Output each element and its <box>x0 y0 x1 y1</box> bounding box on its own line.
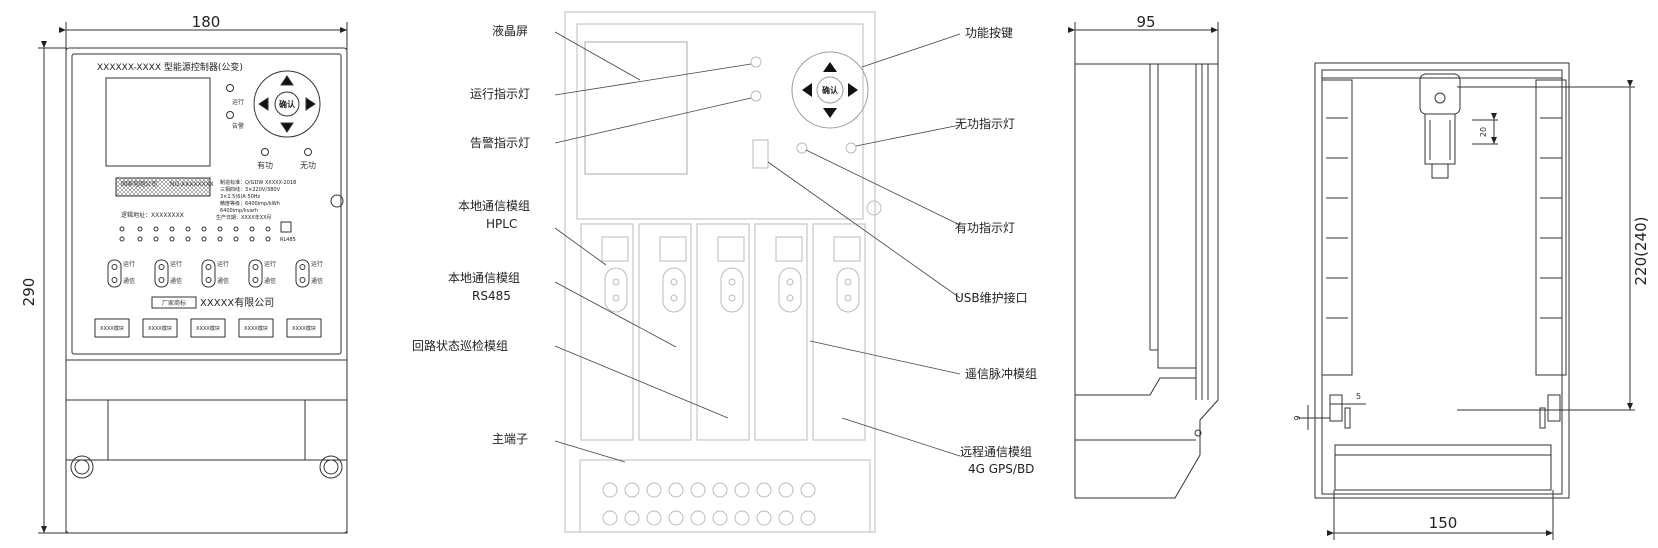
module-name: XXXX模块 <box>292 325 316 332</box>
nameplate-company: 国家电网公司 <box>121 180 157 188</box>
module-run-label: 运行 <box>170 260 182 268</box>
callout-view <box>564 11 882 533</box>
callout-usb-port: USB维护接口 <box>955 290 1028 305</box>
slot-dim-b: 9 <box>1293 415 1302 420</box>
module-name: XXXX模块 <box>244 325 268 332</box>
rear-height-dim: 220(240) <box>1632 217 1650 286</box>
rear-view <box>1298 62 1635 540</box>
callout-4g-gps-bd: 4G GPS/BD <box>968 462 1034 476</box>
callout-function-keys: 功能按键 <box>965 26 1013 40</box>
spec-line-3: 3×1.5(6)A 50Hz <box>220 194 261 200</box>
nameplate-no: NO.XXXXXXXX <box>170 181 214 188</box>
module-name: XXXX模块 <box>196 325 220 332</box>
callout-rs485: RS485 <box>472 289 511 303</box>
side-depth-dim: 95 <box>1136 13 1155 31</box>
callout-active-led: 有功指示灯 <box>955 220 1015 235</box>
callout-run-led: 运行指示灯 <box>470 86 530 101</box>
alarm-indicator-label: 告警 <box>232 122 244 130</box>
callout-loop-patrol: 回路状态巡检模组 <box>412 338 508 353</box>
vendor-tag: 厂家商标 <box>162 299 186 307</box>
callout-pulse-module: 遥信脉冲模组 <box>965 366 1037 381</box>
rear-width-dim: 150 <box>1429 514 1458 532</box>
module-name: XXXX模块 <box>148 325 172 332</box>
spec-line-6: 生产日期：XXXX年XX月 <box>216 214 272 221</box>
callout-labels: 液晶屏 运行指示灯 告警指示灯 本地通信模组 HPLC 本地通信模组 RS485… <box>412 23 1037 476</box>
side-view <box>1068 22 1219 499</box>
front-view <box>38 22 348 534</box>
status-led-row <box>119 226 271 242</box>
module-run-label: 运行 <box>123 260 135 268</box>
leader-lines <box>554 31 961 463</box>
product-title: XXXXXX-XXXX 型能源控制器(公变) <box>97 61 243 73</box>
callout-local-comm-hplc: 本地通信模组 <box>458 199 530 213</box>
terminal-screws <box>602 482 816 526</box>
logic-address: 逻辑地址：XXXXXXXX <box>121 211 184 219</box>
active-power-label: 有功 <box>257 160 273 170</box>
front-height-dim: 290 <box>20 278 38 307</box>
callout-nav-pad <box>802 62 858 118</box>
module-comm-label: 通信 <box>123 277 135 285</box>
spec-line-2: 三相四线：3×220V/380V <box>220 186 281 193</box>
reactive-power-label: 无功 <box>300 160 316 170</box>
module-comm-label: 通信 <box>217 277 229 285</box>
module-cards <box>580 223 866 441</box>
hook-dim: 20 <box>1479 127 1488 137</box>
callout-remote-comm: 远程通信模组 <box>960 444 1032 459</box>
terminal-label: RL485 <box>280 237 296 243</box>
callout-lcd: 液晶屏 <box>492 23 528 38</box>
front-width-dim: 180 <box>192 13 221 31</box>
front-view-text: 180 290 XXXXXX-XXXX 型能源控制器(公变) 运行 告警 确认 … <box>20 13 323 332</box>
module-comm-label: 通信 <box>311 277 323 285</box>
run-indicator-label: 运行 <box>232 98 244 106</box>
vendor-name: XXXXX有限公司 <box>200 296 274 309</box>
module-status-pills <box>107 259 310 288</box>
callout-local-comm-rs485: 本地通信模组 <box>448 271 520 285</box>
module-run-label: 运行 <box>217 260 229 268</box>
rear-view-text: 220(240) 150 20 5 9 <box>1293 127 1650 532</box>
callout-main-terminal: 主端子 <box>492 432 528 446</box>
callout-hplc: HPLC <box>486 217 517 231</box>
callout-alarm-led: 告警指示灯 <box>470 135 530 150</box>
spec-line-5: 6400imp/kvarh <box>220 208 258 214</box>
module-run-label: 运行 <box>264 260 276 268</box>
module-run-label: 运行 <box>311 260 323 268</box>
confirm-button-label: 确认 <box>279 99 296 109</box>
module-name: XXXX模块 <box>100 325 124 332</box>
callout-confirm-label: 确认 <box>822 85 839 95</box>
spec-line-4: 精度等级：6400imp/kWh <box>220 200 280 207</box>
spec-line-1: 制造标准：Q/GDW XXXXX-2018 <box>220 179 296 186</box>
module-comm-label: 通信 <box>264 277 276 285</box>
module-comm-label: 通信 <box>170 277 182 285</box>
callout-reactive-led: 无功指示灯 <box>955 116 1015 131</box>
slot-dim-a: 5 <box>1356 392 1361 401</box>
